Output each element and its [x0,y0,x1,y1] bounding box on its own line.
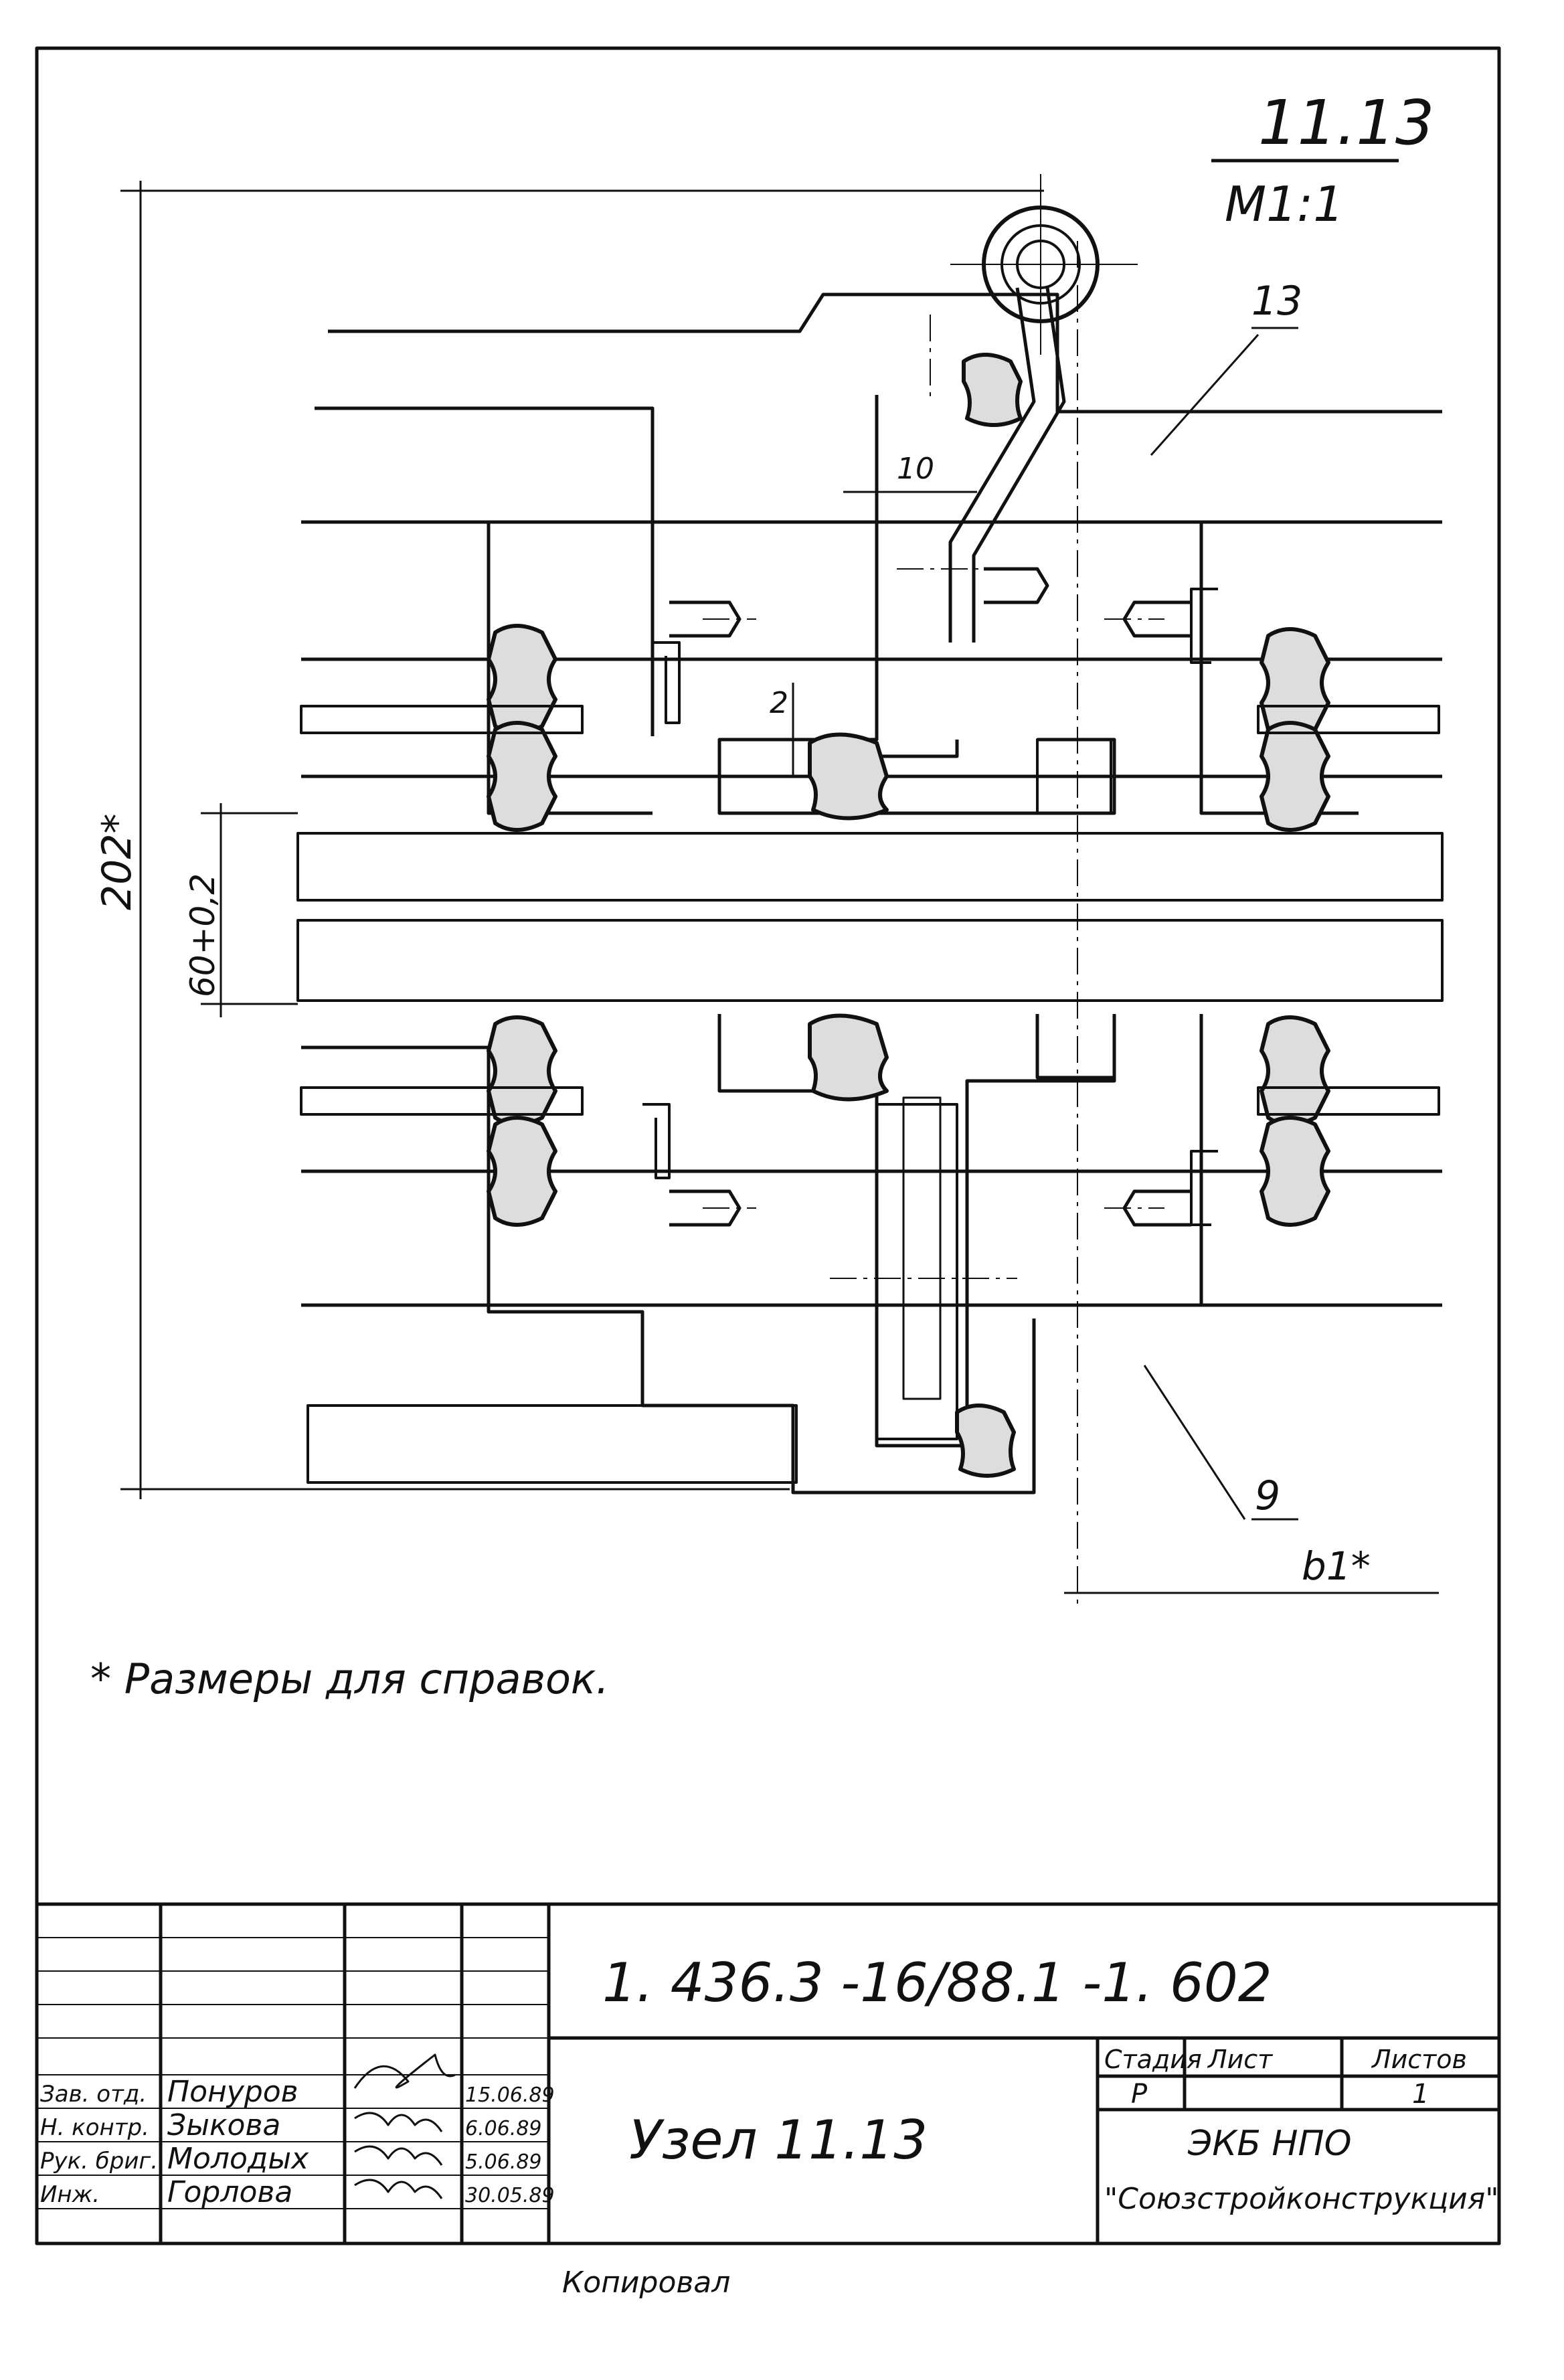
title-block-rows [37,1937,549,2209]
document-code: 1. 436.3 -16/88.1 -1. 602 [602,1952,1272,2014]
upper-assembly [296,287,1444,902]
signatory-name: Понуров [167,2075,298,2109]
sheets-value: 1 [1412,2079,1429,2110]
signatory-name: Горлова [167,2175,292,2209]
sheet-header: Лист [1207,2045,1274,2074]
copied-by: Копировал [562,2266,730,2300]
stage-value: Р [1131,2079,1148,2110]
signatory-date: 15.06.89 [465,2084,555,2107]
signatory-name: Зыкова [167,2108,280,2142]
dim-2: 2 [770,686,788,720]
sheets-header: Листов [1371,2045,1467,2074]
signatory-rows: Зав. отд. Понуров 15.06.89 Н. контр. Зык… [40,2075,555,2209]
organization-line-1: ЭКБ НПО [1187,2124,1352,2164]
dim-gap: 60+0,2 [183,873,222,997]
title-block-grid [35,1902,1501,2245]
sheet-title: Узел 11.13 [629,2109,928,2171]
signatory-role: Рук. бриг. [40,2148,158,2175]
node-number: 11.13 [1258,87,1434,159]
signatory-role: Н. контр. [40,2114,149,2141]
callout-part-13: 13 [1251,278,1302,325]
stage-header: Стадия [1104,2045,1202,2074]
signatory-role: Зав. отд. [40,2081,147,2108]
signatory-role: Инж. [40,2181,100,2208]
signatory-date: 6.06.89 [465,2117,542,2140]
signatory-name: Молодых [167,2142,309,2176]
callout-part-9: 9 [1255,1472,1280,1519]
signatory-date: 5.06.89 [465,2150,542,2174]
signatures [353,2053,456,2199]
reference-note: * Размеры для справок. [90,1654,609,1703]
dim-10: 10 [897,452,934,486]
signatory-date: 30.05.89 [465,2184,555,2207]
dim-width-b1: b1* [1302,1543,1371,1589]
organization-line-2: "Союзстройконструкция" [1104,2182,1498,2216]
lower-assembly [296,919,1444,1495]
centerlines [703,241,1164,1606]
handle-ring [950,174,1138,355]
dimension-lines [120,181,1439,1594]
scale-label: M1:1 [1225,176,1344,232]
header-text: 11.13 M1:1 [1211,87,1434,232]
dim-overall-height: 202* [94,813,141,910]
